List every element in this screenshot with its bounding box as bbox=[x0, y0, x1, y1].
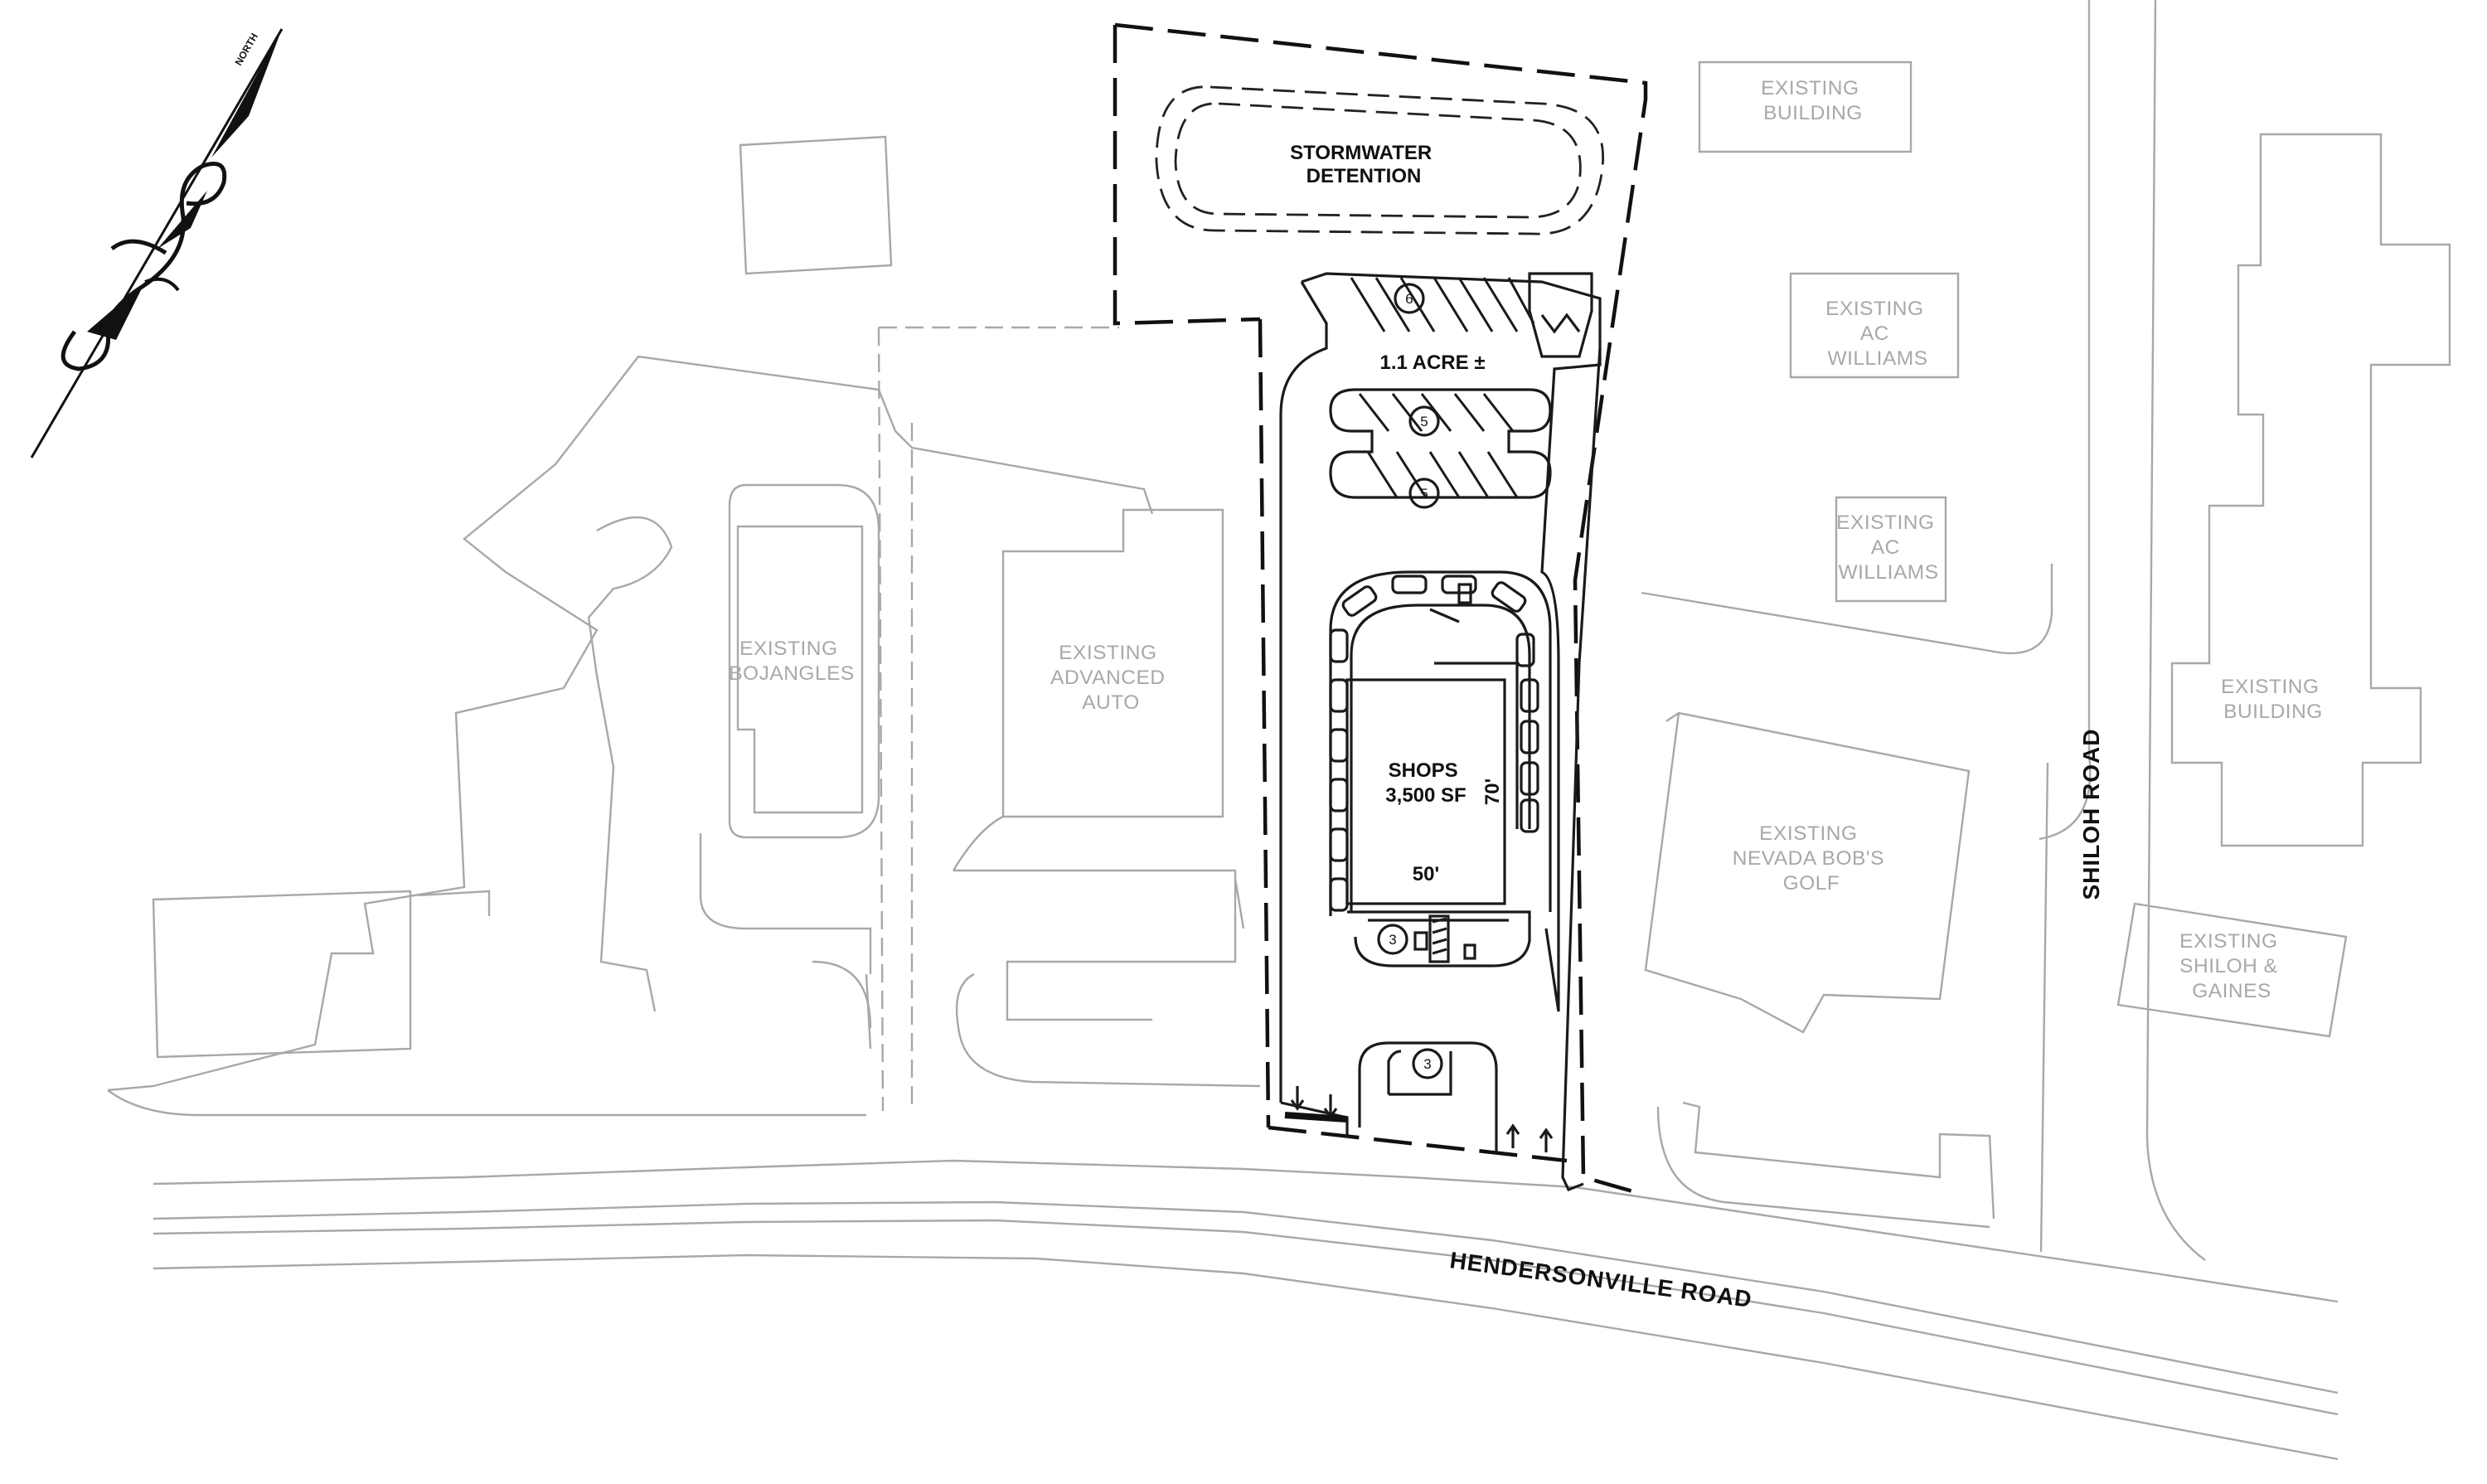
labels: STORMWATER DETENTION 1.1 ACRE ± SHOPS 3,… bbox=[729, 77, 2325, 1312]
dimension-width: 50' bbox=[1413, 863, 1439, 885]
shiloh-road bbox=[1641, 0, 2206, 1261]
count-lower: 5 bbox=[1420, 486, 1428, 502]
count-circle-lower bbox=[1408, 478, 1440, 509]
north-label: NORTH bbox=[232, 32, 259, 68]
shops-label: SHOPS 3,500 SF bbox=[1385, 759, 1466, 807]
count-circle-top bbox=[1394, 283, 1425, 314]
existing-context bbox=[107, 61, 2451, 1229]
ac-williams-1-label: EXISTING AC WILLIAMS bbox=[1825, 298, 1930, 370]
count-top: 6 bbox=[1405, 291, 1413, 307]
count-front: 3 bbox=[1389, 932, 1396, 948]
crosswalk bbox=[1428, 914, 1450, 963]
nevada-bobs-label: EXISTING NEVADA BOB'S GOLF bbox=[1733, 822, 1890, 895]
hendersonville-road bbox=[153, 1159, 2339, 1461]
count-entry: 3 bbox=[1423, 1056, 1431, 1072]
stormwater-label: STORMWATER DETENTION bbox=[1290, 142, 1437, 187]
ac-williams-2-label: EXISTING AC WILLIAMS bbox=[1836, 512, 1941, 584]
advanced-auto-label: EXISTING ADVANCED AUTO bbox=[1050, 642, 1171, 714]
shiloh-road-label: SHILOH ROAD bbox=[2078, 729, 2104, 900]
bojangles-label: EXISTING BOJANGLES bbox=[729, 638, 855, 685]
count-circle-middle bbox=[1408, 405, 1440, 437]
shiloh-gaines-label: EXISTING SHILOH & GAINES bbox=[2179, 930, 2284, 1002]
stormwater-pond bbox=[1155, 85, 1604, 235]
count-circle-entry bbox=[1412, 1048, 1443, 1079]
proposed-site bbox=[1113, 22, 1648, 1196]
acreage-label: 1.1 ACRE ± bbox=[1380, 352, 1486, 374]
count-circle-front bbox=[1377, 924, 1408, 955]
existing-building-right-label: EXISTING BUILDING bbox=[2221, 676, 2325, 723]
drive-thru-cars bbox=[1329, 575, 1539, 912]
north-arrow-icon: NORTH bbox=[30, 28, 284, 458]
count-middle: 5 bbox=[1420, 414, 1428, 429]
existing-building-top-label: EXISTING BUILDING bbox=[1761, 77, 1865, 124]
dimension-height: 70' bbox=[1481, 778, 1504, 805]
